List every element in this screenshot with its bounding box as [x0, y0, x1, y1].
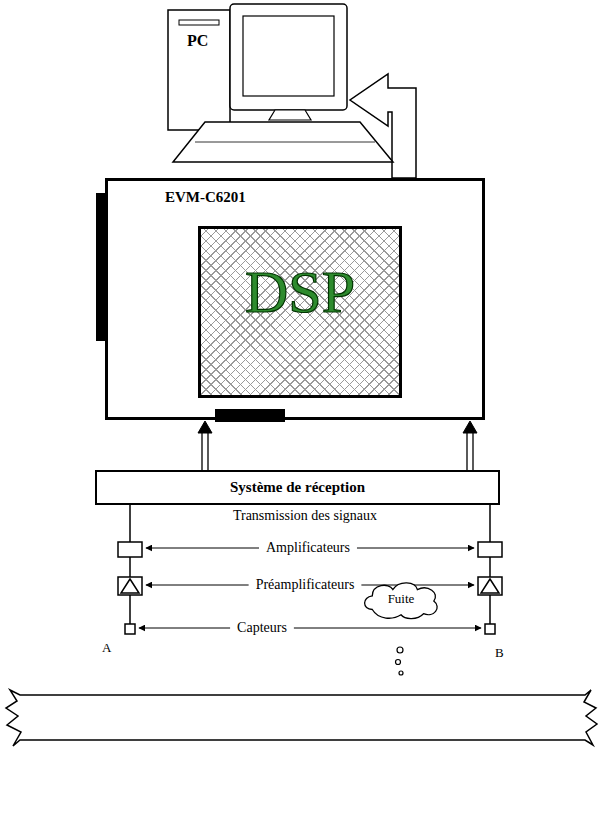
- amplifier-label: Amplificateurs: [264, 540, 352, 556]
- leader-arrows: [139, 548, 481, 628]
- node-label: Système de réception: [230, 479, 365, 496]
- node-label: Fuite: [388, 591, 415, 607]
- sensor-chain-b: [478, 505, 502, 634]
- sensor-label: Capteurs: [235, 620, 289, 636]
- board-connector: [215, 409, 285, 422]
- leader-arrow: [294, 628, 481, 629]
- reception-box: Système de réception: [95, 470, 500, 505]
- computer-drawing: [165, 2, 350, 167]
- monitor-screen: [243, 16, 334, 96]
- leader-arrow: [361, 585, 474, 586]
- keyboard-row: [195, 142, 375, 143]
- keyboard: [173, 122, 393, 162]
- evm-board: DSP EVM-C6201: [105, 178, 485, 420]
- pipe: [6, 690, 597, 746]
- leak-bubbles: [396, 647, 404, 675]
- sensor-chain-a: [118, 505, 142, 634]
- leader-arrow: [139, 628, 230, 629]
- sensor-name: B: [493, 645, 506, 661]
- tower-case: [168, 10, 230, 130]
- preamplifier-label: Préamplificateurs: [254, 577, 357, 593]
- monitor-stand: [269, 110, 311, 120]
- leader-arrow: [357, 548, 474, 549]
- signal-arrow: [198, 421, 212, 470]
- signal-arrow: [463, 421, 477, 470]
- leader-arrow: [146, 585, 249, 586]
- monitor: [230, 4, 347, 110]
- drive-slot: [179, 20, 219, 25]
- signal-transmission-label: Transmission des signaux: [231, 508, 379, 524]
- sensor-name: A: [100, 640, 113, 656]
- leader-arrow: [146, 548, 259, 549]
- node-label: PC: [187, 32, 208, 50]
- node-label: EVM-C6201: [165, 189, 246, 206]
- chip-label: DSP: [245, 258, 355, 327]
- board-connector: [96, 193, 106, 341]
- dsp-chip: DSP: [198, 226, 402, 398]
- leak-cloud: Fuite: [360, 578, 442, 620]
- pc-computer: PC: [165, 2, 350, 167]
